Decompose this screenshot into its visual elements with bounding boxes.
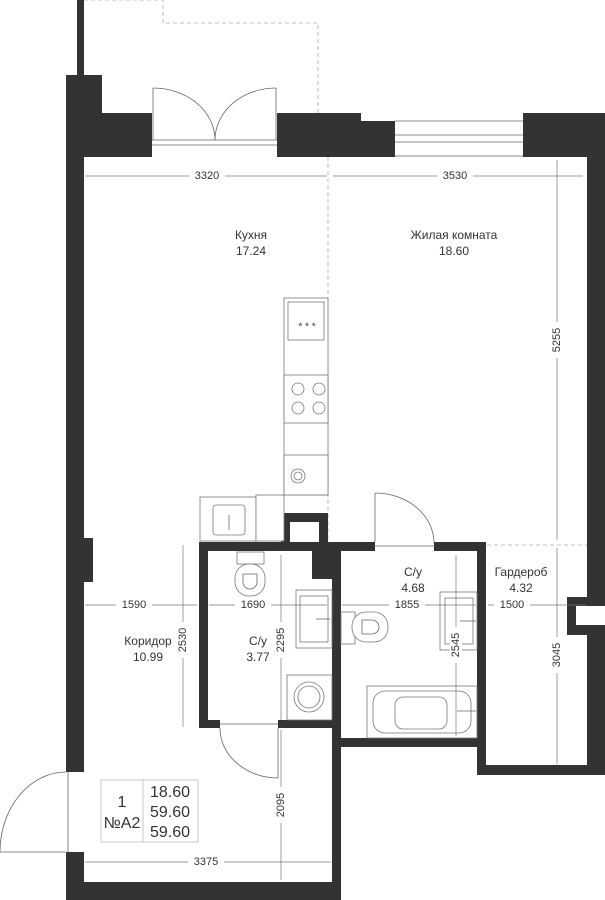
apartment-number: №A2: [104, 815, 141, 832]
balcony-double-door[interactable]: [152, 87, 277, 146]
walls: [66, 0, 605, 900]
room-labels: Кухня 17.24 Жилая комната 18.60 Коридор …: [124, 228, 547, 664]
bathtub-icon: [366, 685, 478, 739]
bath1-toilet-icon: [234, 551, 266, 597]
living-area-total: 18.60: [150, 784, 190, 801]
bath2-name: С/у: [404, 565, 422, 579]
dim-corridor-depth: 2530: [177, 628, 189, 652]
kitchen-name: Кухня: [235, 228, 267, 242]
dim-hall-width: 3375: [194, 856, 218, 868]
rooms-count: 1: [118, 794, 127, 811]
kitchen-cabinets: * * *: [199, 297, 329, 542]
total-area: 59.60: [150, 804, 190, 821]
dim-living-width: 3530: [443, 170, 467, 182]
living-name: Жилая комната: [411, 228, 498, 242]
svg-text:* * *: * * *: [298, 322, 315, 333]
wardrobe-name: Гардероб: [495, 565, 548, 579]
stove-icon: [283, 374, 329, 424]
window: [395, 120, 523, 157]
dim-living-depth: 5255: [551, 328, 563, 352]
bath2-door[interactable]: [374, 492, 435, 547]
apartment-info-box: 1 №A2 18.60 59.60 59.60: [100, 779, 199, 843]
total-area-2: 59.60: [150, 824, 190, 841]
washing-machine-icon: [286, 674, 333, 721]
kitchen-sink-icon: [283, 454, 329, 496]
dim-bath1-width: 1690: [241, 599, 265, 611]
living-area: 18.60: [439, 244, 469, 258]
bath2-area: 4.68: [401, 581, 425, 595]
bath1-name: С/у: [249, 634, 267, 648]
kitchen-area: 17.24: [236, 244, 266, 258]
bath2-toilet-icon: [340, 611, 389, 645]
bath1-area: 3.77: [246, 650, 270, 664]
corridor-area: 10.99: [133, 650, 163, 664]
bath1-door[interactable]: [219, 723, 279, 779]
oven-icon: [287, 301, 325, 341]
dim-kitchen-width: 3320: [195, 170, 219, 182]
dim-wardrobe-width: 1500: [500, 599, 524, 611]
bath1-sink-icon: [295, 589, 333, 649]
corridor-name: Коридор: [124, 634, 172, 648]
dim-wardrobe-depth: 3045: [551, 643, 563, 667]
dim-bath1-depth: 2295: [275, 628, 287, 652]
balcony-outline: [84, 0, 319, 113]
dim-hall-depth: 2095: [275, 793, 287, 817]
dim-corridor-width: 1590: [122, 599, 146, 611]
entrance-door[interactable]: [0, 771, 69, 853]
dim-bath2-width: 1855: [395, 599, 419, 611]
wardrobe-area: 4.32: [509, 581, 533, 595]
dim-bath2-depth: 2545: [450, 633, 462, 657]
dimension-labels: 3320 3530 5255 1590 1690 1855 1500 2530 …: [116, 170, 563, 868]
